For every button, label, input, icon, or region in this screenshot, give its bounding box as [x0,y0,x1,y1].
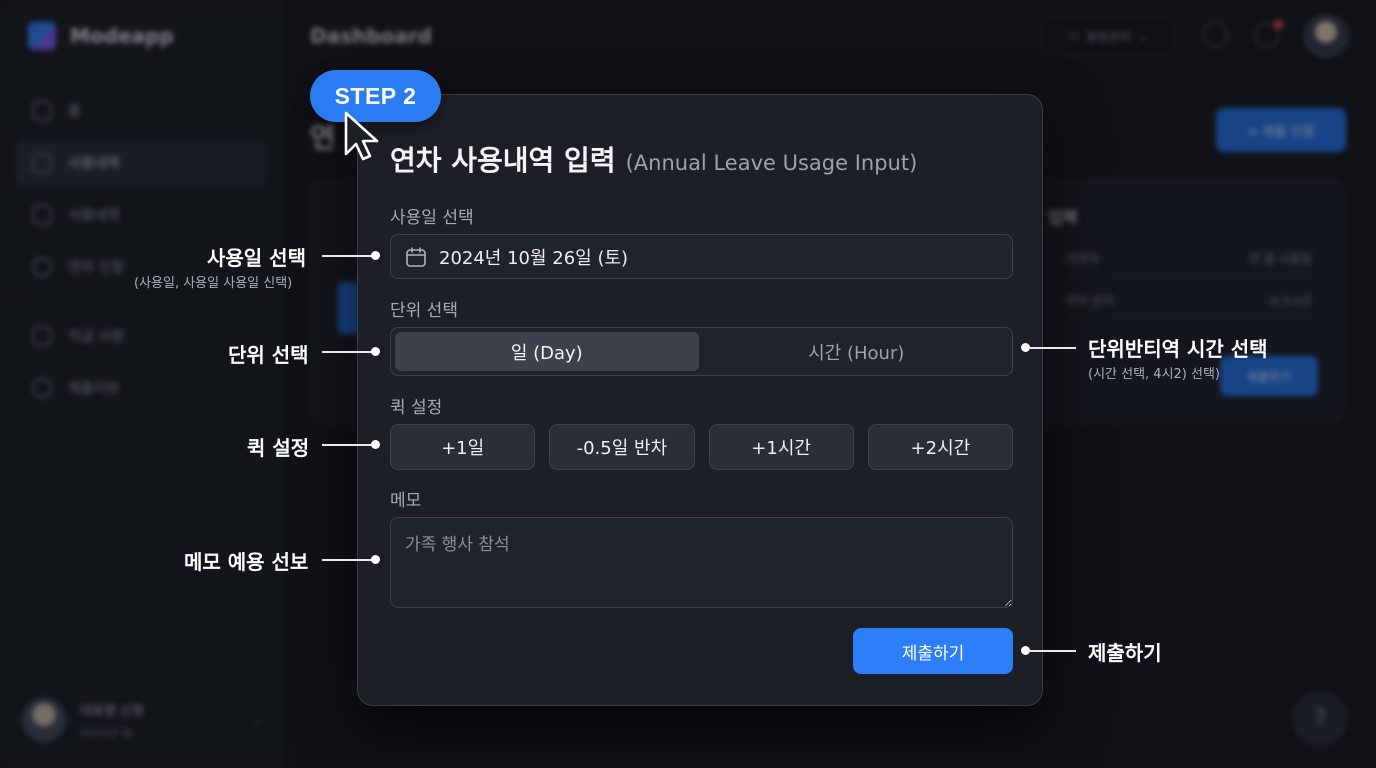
callout-memo-label: 메모 예용 선보 [184,550,309,574]
callout-submit-dot [1021,646,1030,655]
chevron-down-icon: ⌄ [251,713,262,727]
sidebar-item-label: 사용내역 [68,208,120,224]
quick-minus-half-day-button[interactable]: -0.5일 반차 [549,424,695,470]
card-submit-button[interactable]: 제출하기 [1220,356,1318,396]
callout-unit-dot [371,347,380,356]
topbar: Dashboard ⚇ 알림관리 ⌄ [282,0,1376,74]
user-name: 대표명 신청 [80,703,144,719]
sidebar-item-leave-request[interactable]: 연차 신청 [16,244,266,290]
top-select-label: 알림관리 [1086,29,1131,44]
unit-segmented-control: 일 (Day) 시간 (Hour) [390,327,1013,376]
sidebar-item-usage-edit[interactable]: 사용내역 [16,192,266,238]
unit-option-day[interactable]: 일 (Day) [395,332,699,371]
edit-icon [32,205,52,225]
modal-title: 연차 사용내역 입력 (Annual Leave Usage Input) [390,139,917,179]
sidebar-item-label: 제출이브 [68,381,120,397]
card-title: 입력 [1048,208,1078,227]
step-badge: STEP 2 [310,70,441,122]
user-icon: ⚇ [1067,29,1079,43]
avatar [22,698,66,742]
modal-title-main: 연차 사용내역 입력 [390,144,616,177]
callout-date-line [322,255,372,257]
sidebar-item-payments[interactable]: 지급 사항 [16,313,266,359]
sidebar-item-label: 홈 [68,104,81,120]
user-subtitle: 2024년 월 [80,726,132,740]
date-field-label: 사용일 선택 [390,208,474,228]
callout-quick-dot [371,440,380,449]
avatar[interactable] [1304,14,1348,58]
quick-field-label: 퀵 설정 [390,398,443,418]
callout-submit-line [1028,650,1076,652]
table-cell: -0.5시간 [1266,294,1313,308]
callout-submit-label: 제출하기 [1088,641,1162,665]
settings-icon [32,378,52,398]
sidebar-nav: 홈 사용내역 사용내역 연차 신청 지급 사항 제출이브 [16,88,266,417]
brand-name: Modeapp [70,24,174,48]
callout-date-sub: (사용일, 사용일 사용일 신택) [134,276,293,291]
table-cell: 연차 반차 [1066,294,1114,308]
sidebar-divider [16,298,266,299]
background-accent-strip [338,282,360,334]
home-icon [32,101,52,121]
callout-unit-label: 단위 선택 [228,343,309,367]
sidebar-item-usage-history[interactable]: 사용내역 [16,140,266,186]
clock-icon [32,257,52,277]
quick-plus-2-hour-button[interactable]: +2시간 [867,424,1013,470]
chevron-down-icon: ⌄ [1138,29,1149,43]
quick-plus-1-hour-button[interactable]: +1시간 [708,424,854,470]
modal-title-english: (Annual Leave Usage Input) [625,151,918,175]
table-row: 연차 반차 -0.5시간 [1066,284,1312,318]
sidebar: Modeapp 홈 사용내역 사용내역 연차 신청 지급 사항 [0,0,282,768]
callout-hour-sub: (시간 선택, 4시2) 선택) [1088,367,1221,382]
callout-memo-dot [371,555,380,564]
callout-hour-label: 단위반티역 시간 선택 [1088,337,1268,361]
brand: Modeapp [28,22,174,50]
sidebar-item-home[interactable]: 홈 [16,88,266,134]
callout-quick-label: 퀵 설정 [247,436,310,460]
unit-field-label: 단위 선택 [390,301,458,321]
help-button[interactable]: ? [1292,690,1348,746]
document-icon [32,326,52,346]
callout-memo-line [322,559,372,561]
sidebar-item-label: 사용내역 [68,156,120,172]
notification-badge [1274,20,1283,29]
callout-date-dot [371,251,380,260]
leave-usage-modal: 연차 사용내역 입력 (Annual Leave Usage Input) 사용… [357,94,1043,706]
memo-field-label: 메모 [390,491,422,511]
memo-textarea[interactable] [390,517,1013,608]
callout-hour-line [1028,347,1076,349]
quick-plus-1-day-button[interactable]: +1일 [390,424,536,470]
callout-quick-line [322,444,372,446]
calendar-icon [32,153,52,173]
date-value: 2024년 10월 26일 (토) [439,247,629,269]
top-select[interactable]: ⚇ 알림관리 ⌄ [1040,16,1176,56]
sidebar-item-label: 지급 사항 [68,329,124,345]
page-title: Dashboard [310,24,432,48]
user-menu[interactable]: 대표명 신청 2024년 월 ⌄ [22,694,262,746]
table-cell: 지연자 [1066,252,1100,266]
table-row: 지연자 연 월 사용일 [1066,242,1312,276]
callout-hour-dot [1021,343,1030,352]
unit-option-hour[interactable]: 시간 (Hour) [705,332,1009,371]
date-picker-input[interactable]: 2024년 10월 26일 (토) [390,234,1013,279]
settings-icon[interactable] [1202,22,1228,48]
submit-button[interactable]: 제출하기 [853,628,1013,674]
sidebar-item-label: 연차 신청 [68,260,124,276]
callout-date-label: 사용일 선택 [207,246,306,270]
page-heading: 연 [310,121,336,154]
quick-settings-row: +1일 -0.5일 반차 +1시간 +2시간 [390,424,1013,470]
mouse-cursor-icon [344,111,379,161]
brand-logo-icon [28,22,56,50]
new-request-button[interactable]: + 제출 신청 [1216,108,1346,152]
bell-icon[interactable] [1254,22,1280,48]
callout-unit-line [322,351,372,353]
sidebar-item-settings[interactable]: 제출이브 [16,365,266,411]
table-cell: 연 월 사용일 [1249,252,1312,266]
calendar-icon [406,246,426,267]
